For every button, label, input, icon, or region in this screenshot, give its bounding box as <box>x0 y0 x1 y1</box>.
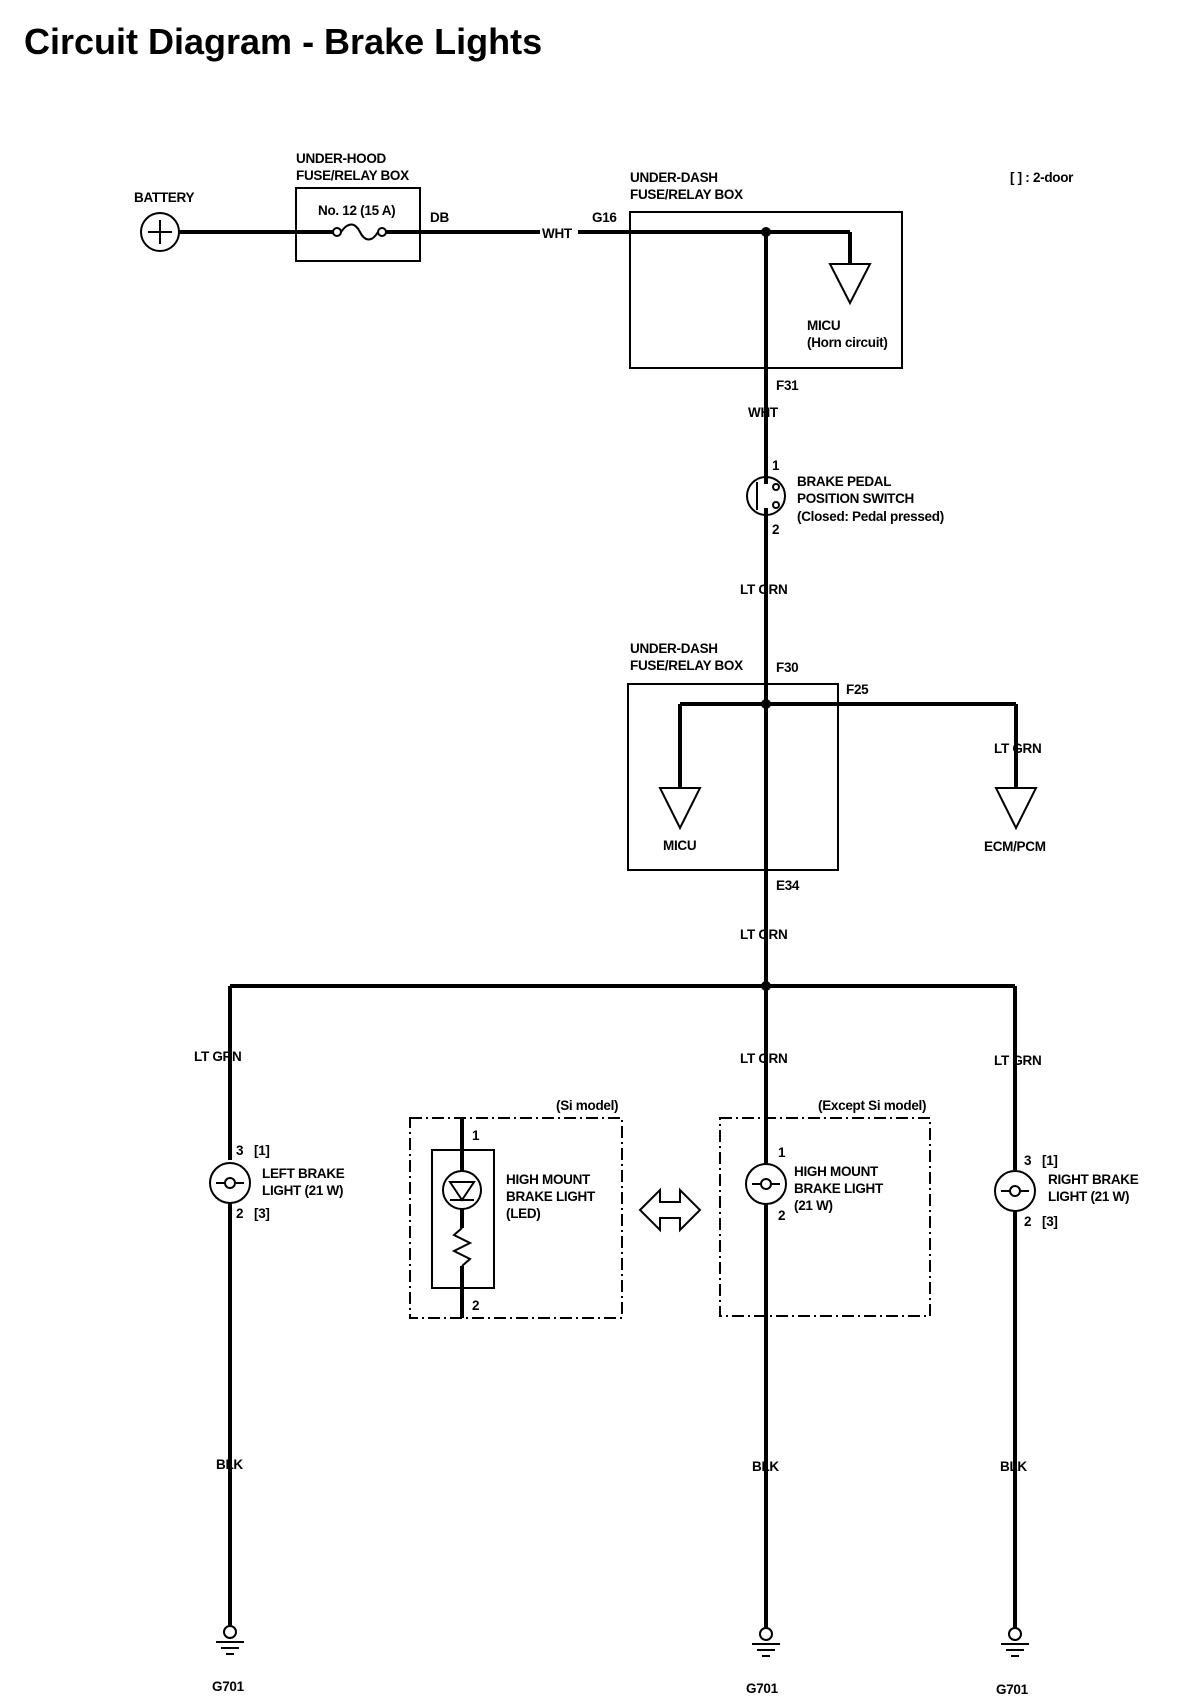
si-light-label-1: HIGH MOUNT <box>506 1172 591 1187</box>
right-light-label-1: RIGHT BRAKE <box>1048 1172 1139 1187</box>
micu-triangle <box>658 787 702 831</box>
ground-center-symbol <box>752 1627 780 1657</box>
wire-label-ltgrn-main: LT GRN <box>740 927 787 942</box>
terminal-g16: G16 <box>592 210 617 225</box>
except-si-label-3: (21 W) <box>794 1198 833 1213</box>
left-light-pin-bottom: 2 <box>236 1206 243 1221</box>
wire-label-ltgrn-ecm: LT GRN <box>994 741 1041 756</box>
center-high-mount-bulb-symbol <box>745 1163 787 1205</box>
wire-label-ltgrn-center: LT GRN <box>740 1051 787 1066</box>
ecm-pcm-label: ECM/PCM <box>984 839 1046 854</box>
terminal-f30: F30 <box>776 660 798 675</box>
ground-left-symbol <box>216 1625 244 1655</box>
underhood-box-label-1: UNDER-HOOD <box>296 151 387 166</box>
fuse-no12-symbol <box>296 223 420 241</box>
si-model-enclosure <box>409 1117 623 1319</box>
left-brake-bulb-symbol <box>209 1162 251 1204</box>
except-si-label-1: HIGH MOUNT <box>794 1164 879 1179</box>
si-light-pin-top: 1 <box>472 1128 480 1143</box>
left-light-label-2: LIGHT (21 W) <box>262 1183 343 1198</box>
right-light-pin-bottom-alt: [3] <box>1042 1214 1058 1229</box>
wire-label-blk-left: BLK <box>216 1457 243 1472</box>
fuse-no12-label: No. 12 (15 A) <box>318 203 395 218</box>
si-light-label-3: (LED) <box>506 1206 541 1221</box>
ground-right-symbol <box>1001 1627 1029 1657</box>
battery-symbol <box>140 212 180 252</box>
led-diode-symbol <box>442 1150 482 1228</box>
brake-switch-pin-1: 1 <box>772 458 780 473</box>
brake-switch-label-2: POSITION SWITCH <box>797 491 914 506</box>
underdash-box-2-label-2: FUSE/RELAY BOX <box>630 658 743 673</box>
si-model-tag: (Si model) <box>556 1098 618 1113</box>
terminal-db: DB <box>430 210 449 225</box>
except-si-label-2: BRAKE LIGHT <box>794 1181 884 1196</box>
left-light-label-1: LEFT BRAKE <box>262 1166 345 1181</box>
ground-right-label: G701 <box>996 1682 1029 1697</box>
right-light-label-2: LIGHT (21 W) <box>1048 1189 1129 1204</box>
battery-label: BATTERY <box>134 190 194 205</box>
brake-switch-pin-2: 2 <box>772 522 779 537</box>
brake-pedal-switch-symbol <box>746 475 786 517</box>
terminal-e34: E34 <box>776 878 800 893</box>
ground-left-label: G701 <box>212 1679 245 1694</box>
except-si-pin-bottom: 2 <box>778 1208 785 1223</box>
terminal-f31: F31 <box>776 378 799 393</box>
page-title: Circuit Diagram - Brake Lights <box>24 21 542 62</box>
underhood-box-label-2: FUSE/RELAY BOX <box>296 168 409 183</box>
si-light-pin-bottom: 2 <box>472 1298 479 1313</box>
legend-2-door: [ ] : 2-door <box>1010 170 1074 185</box>
wire-label-wht-1: WHT <box>542 226 573 241</box>
alternative-double-arrow <box>638 1187 702 1233</box>
left-light-pin-top-alt: [1] <box>254 1143 270 1158</box>
wire-label-blk-right: BLK <box>1000 1459 1027 1474</box>
brake-switch-label-3: (Closed: Pedal pressed) <box>797 509 944 524</box>
micu-label: MICU <box>663 838 696 853</box>
brake-switch-label-1: BRAKE PEDAL <box>797 474 891 489</box>
except-si-pin-top: 1 <box>778 1145 786 1160</box>
except-si-model-enclosure <box>719 1117 931 1317</box>
wire-label-ltgrn-left: LT GRN <box>194 1049 241 1064</box>
underdash-box-2-label-1: UNDER-DASH <box>630 641 718 656</box>
right-light-pin-top: 3 <box>1024 1153 1032 1168</box>
except-si-model-tag: (Except Si model) <box>818 1098 926 1113</box>
underdash-box-1-label-1: UNDER-DASH <box>630 170 718 185</box>
wire-label-wht-2: WHT <box>748 405 779 420</box>
underhood-fuse-relay-box <box>295 187 421 262</box>
left-light-pin-top: 3 <box>236 1143 244 1158</box>
micu-horn-triangle <box>828 263 872 306</box>
ground-center-label: G701 <box>746 1681 779 1696</box>
micu-horn-label-1: MICU <box>807 318 840 333</box>
underdash-box-1-label-2: FUSE/RELAY BOX <box>630 187 743 202</box>
underdash-fuse-relay-box-2 <box>627 683 839 871</box>
left-light-pin-bottom-alt: [3] <box>254 1206 270 1221</box>
right-brake-bulb-symbol <box>994 1170 1036 1212</box>
led-resistor-symbol <box>451 1227 473 1267</box>
right-light-pin-top-alt: [1] <box>1042 1153 1058 1168</box>
micu-horn-label-2: (Horn circuit) <box>807 335 888 350</box>
right-light-pin-bottom: 2 <box>1024 1214 1031 1229</box>
terminal-f25: F25 <box>846 682 869 697</box>
wire-label-blk-center: BLK <box>752 1459 779 1474</box>
wire-label-ltgrn-right: LT GRN <box>994 1053 1041 1068</box>
si-light-label-2: BRAKE LIGHT <box>506 1189 596 1204</box>
wire-label-ltgrn-switch: LT GRN <box>740 582 787 597</box>
ecm-pcm-triangle <box>994 787 1038 831</box>
